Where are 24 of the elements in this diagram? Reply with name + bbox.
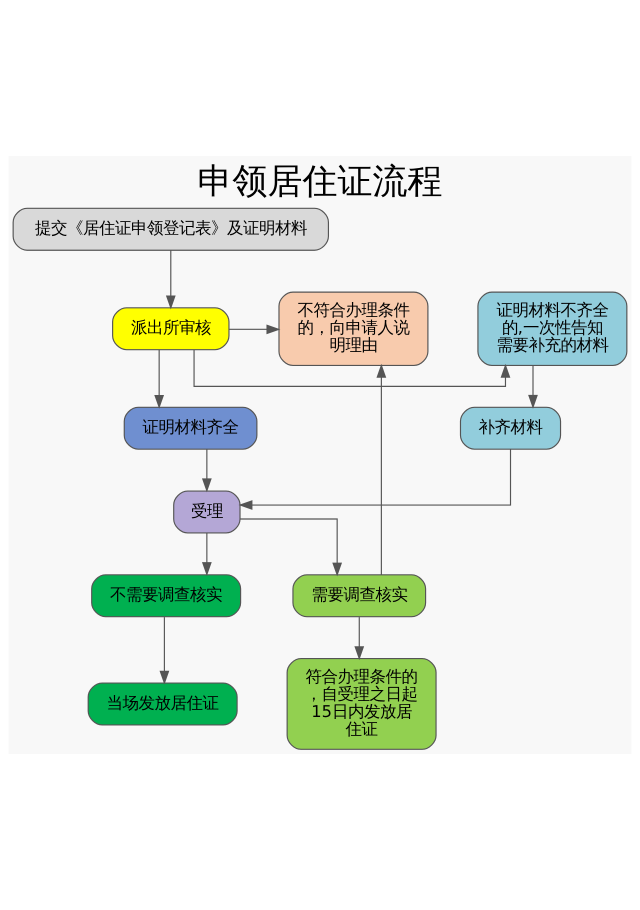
arrow (202, 449, 212, 492)
node-box: 当场发放居住证 (88, 682, 238, 726)
arrow (202, 533, 212, 576)
node-box: 提交《居住证申领登记表》及证明材料 (12, 208, 330, 251)
arrow (528, 366, 538, 409)
node-box: 派出所审核 (112, 307, 230, 350)
arrow (240, 518, 342, 577)
arrow (166, 250, 176, 310)
arrow (376, 364, 386, 575)
arrow (160, 617, 170, 685)
node-box: 证明材料齐全 (124, 406, 258, 450)
node-box: 需要调查核实 (292, 574, 426, 618)
node-box: 受理 (173, 490, 241, 534)
node-box: 不需要调查核实 (91, 574, 242, 618)
node-box: 证明材料不齐全的,一次性告知需要补充的材料 (477, 292, 628, 366)
arrow (154, 350, 164, 409)
arrow (238, 449, 512, 510)
arrow (193, 350, 510, 387)
node-box: 补齐材料 (460, 406, 562, 450)
arrow (354, 617, 364, 660)
node-box: 符合办理条件的，自受理之日起15日内发放居住证 (286, 658, 437, 750)
diagram-title: 申领居住证流程 (198, 162, 442, 202)
node-box: 不符合办理条件的，向申请人说明理由 (278, 292, 428, 366)
arrow (229, 324, 280, 334)
